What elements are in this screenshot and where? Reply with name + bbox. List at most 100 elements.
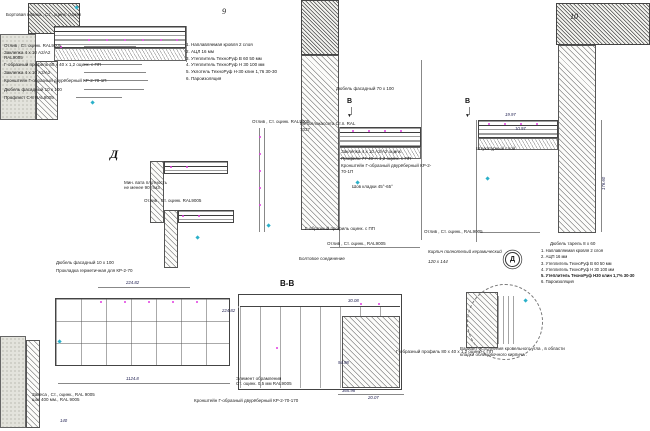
leader-line [469,107,470,115]
concrete-wall [0,34,36,120]
materials-item: 3. Утеплитель ТехноРуф В 60 50 мм [186,55,262,61]
sheet-number: 9 [222,7,226,16]
roof-layers [478,120,558,138]
callout-label: Отлив , Ст. оцинк. RAL9005 [4,43,62,48]
callout-label: Бортовая планка , Ст., оцинк. 0,5мм [6,12,81,17]
materials-item: 2. АЦЛ 16 мм [186,48,214,54]
materials-item: 2. АЦП 16 мм [541,254,568,260]
connector-dot [520,123,523,126]
connector-dot [60,46,63,49]
callout-label: Заклепка 4 х 10 А2/А2 [4,70,51,75]
materials-item: 1. Наплавляемая кровля 2 слоя [541,248,604,253]
dimension: 176.60 [601,176,606,190]
leader-line [84,72,146,73]
section-arrow-icon: ▼ [465,113,470,119]
callout-label: Вариант исполнения кровельного угла , в … [460,346,565,351]
dimension: 20.07 [368,395,379,400]
connector-dot [368,130,371,133]
dimension: 140 [60,418,68,423]
leader-line [84,46,136,47]
dimension: 1124.8 [126,376,139,381]
marker-diamond [266,223,271,228]
masonry-wall [164,210,178,268]
materials-item: 4. Утеплитель ТехноРуф Н 30 100 мм [186,62,265,68]
dimension: 94.98 [338,360,349,365]
insulation-hatch [339,147,421,159]
callout-label: Отлив , Ст. оцинк., RAL9005 [424,229,483,234]
connector-dot [352,130,355,133]
callout-label: Дюбель фасадный 10 х 100 [56,260,114,265]
callout-label: Дюбель тарель 8 х 60 [550,241,596,246]
connector-dot [124,39,127,42]
connector-dot [106,39,109,42]
leader-line [76,97,122,98]
leader-line [421,60,422,240]
leader-line [480,232,540,233]
callout-label: Дюбель фасадный 10 х 100 [4,87,62,92]
connector-dot [186,166,189,169]
callout-label: Отлив , Ст. оцинк., RAL9005 [327,241,386,246]
materials-item: 5. Утеплитель ТехноРуф Н30 клин 1,7% 30-… [541,273,635,279]
leader-line [58,383,230,384]
dimension: 19.97 [505,112,516,117]
leader-line [186,26,187,62]
section-marker: В [465,98,471,105]
roof-slab-hatch [301,0,339,55]
connector-dot [148,301,151,304]
leader-line [338,394,404,395]
roof-layers [164,161,228,174]
callout-label: Заклепка 4 х 10 А2/А2 [4,50,51,55]
callout-label: шаг 400 мм., RAL 9005 [32,397,80,402]
connector-dot [259,187,262,190]
dimension: 10.97 [515,126,526,131]
section-marker: В [347,98,353,105]
connector-dot [536,123,539,126]
detail-callout-letter: Д [510,256,515,263]
leader-line [84,89,144,90]
connector-dot [124,301,127,304]
insulation-hatch [478,138,558,150]
masonry-wall [342,316,400,388]
connector-dot [504,123,507,126]
callout-label: Отлив , Ст. оцинк. RAL9005 [144,198,202,203]
callout-label: Элемент обрамления [236,376,282,381]
masonry-wall [301,55,339,230]
leader-line [238,306,239,308]
connector-dot [198,215,201,218]
callout-label: Дюбель фасадный 70 х 100 [336,86,394,91]
callout-label: Г-образный профиль 60 х 40 х 1,2 оцинк. … [4,62,101,67]
masonry-wall [36,61,58,120]
materials-item: 6. Пароизоляция [541,279,574,285]
callout-label: Металлокассета Ст.п. RAL 7037 [300,121,356,132]
callout-label: Шов кладки 45°-65° [352,184,393,189]
callout-label: Прокладка герметичная для КР-2-70 [56,268,133,273]
dimension: 224.82 [222,308,236,313]
marker-diamond [485,176,490,181]
leader-line [264,128,265,232]
connector-dot [182,215,185,218]
masonry-wall [26,340,40,428]
callout-label: кладки облицовочного кирпича . [460,352,528,357]
materials-item: 3. Утеплитель ТехноРуф В 60 50 мм [541,260,612,266]
callout-label: не менее 90 т/м3 [124,185,160,190]
dimension: 30.08 [348,298,359,303]
callout-label: Болтовое соединение [299,256,345,261]
section-letter: Д [110,147,119,161]
leader-line [330,247,420,248]
connector-dot [196,301,199,304]
materials-item: 5. Уклотель ТехноРуф Н-30 клин 1,76 30-3… [186,69,278,74]
section-title: В-В [280,279,295,288]
leader-line [98,287,190,288]
callout-label: Отлив , Ст. оцинк. RAL9005 [252,119,310,124]
callout-label: Штукатурный слой [476,146,516,151]
connector-dot [259,153,262,156]
leader-line [259,128,260,232]
leader-line [84,64,142,65]
leader-line [601,120,602,232]
dimension: 365.98 [342,388,356,393]
marker-diamond [195,235,200,240]
roof-slab-hatch [556,3,650,45]
connector-dot [259,136,262,139]
